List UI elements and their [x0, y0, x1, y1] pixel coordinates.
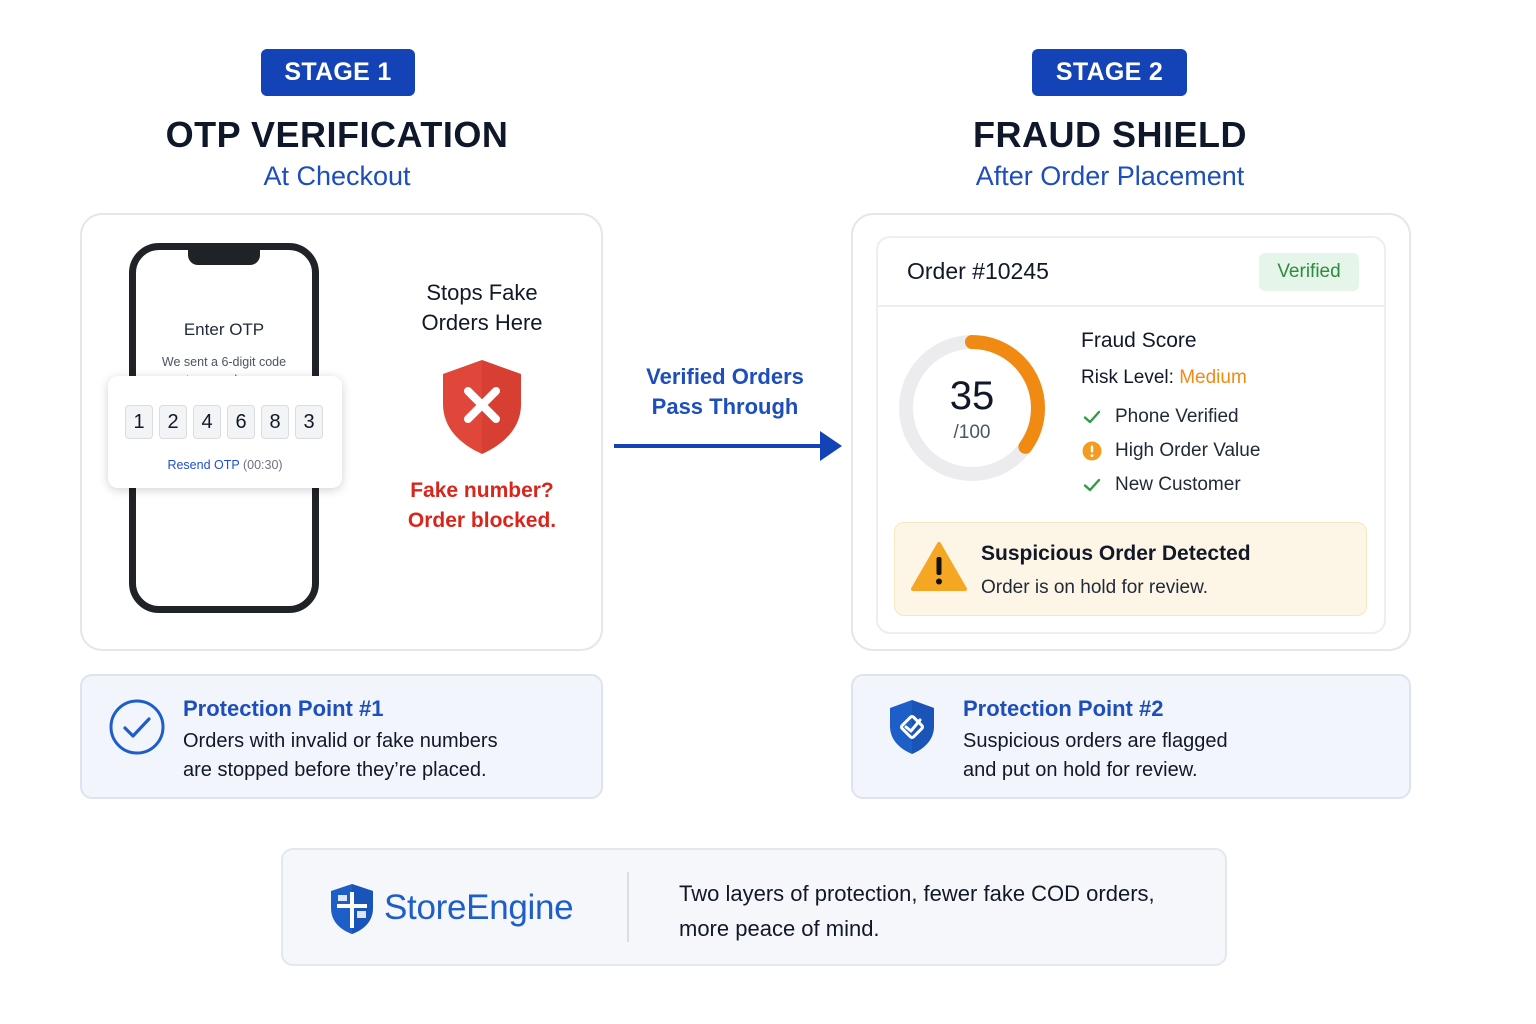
otp-entry-card: 1 2 4 6 8 3 Resend OTP (00:30): [108, 376, 342, 488]
otp-desc-line-1: We sent a 6-digit code: [161, 355, 287, 369]
risk-level-value: Medium: [1179, 367, 1247, 388]
otp-title: Enter OTP: [183, 320, 265, 339]
resend-otp-link[interactable]: Resend OTP (00:30): [108, 458, 342, 472]
stage-1-badge: STAGE 1: [261, 49, 415, 96]
protection-point-2-text: Suspicious orders are flagged and put on…: [963, 727, 1228, 785]
footer-banner: StoreEngine Two layers of protection, fe…: [281, 848, 1227, 966]
fraud-score-label: Fraud Score: [1081, 329, 1197, 352]
shield-check-icon: [890, 700, 934, 754]
check-icon: [1081, 474, 1103, 496]
risk-level-label: Risk Level:: [1081, 367, 1174, 388]
otp-digit-input[interactable]: 3: [295, 405, 323, 439]
pp2-line-1: Suspicious orders are flagged: [963, 730, 1228, 752]
fraud-score-arc: [899, 335, 1045, 481]
arrow-label: Verified Orders Pass Through: [615, 362, 835, 422]
check-row-phone-verified: Phone Verified: [1081, 406, 1239, 428]
protection-point-1-title: Protection Point #1: [183, 696, 384, 721]
check-icon: [1081, 406, 1103, 428]
brand-name: StoreEngine: [384, 888, 574, 927]
stops-line-1: Stops Fake: [426, 280, 538, 305]
protection-point-2: Protection Point #2 Suspicious orders ar…: [851, 674, 1411, 799]
arrow-label-line-1: Verified Orders: [646, 364, 804, 389]
resend-timer: (00:30): [242, 458, 283, 472]
otp-digit-row: 1 2 4 6 8 3: [125, 405, 323, 439]
check-label: High Order Value: [1115, 440, 1261, 461]
check-row-new-customer: New Customer: [1081, 474, 1241, 496]
otp-digit-input[interactable]: 2: [159, 405, 187, 439]
warning-circle-icon: [1081, 440, 1103, 462]
footer-tagline: Two layers of protection, fewer fake COD…: [679, 876, 1155, 946]
stage-2-title: FRAUD SHIELD: [973, 114, 1247, 155]
suspicious-order-alert: Suspicious Order Detected Order is on ho…: [894, 522, 1367, 616]
footer-divider: [627, 872, 629, 942]
verified-badge: Verified: [1259, 253, 1359, 291]
arrow-label-line-2: Pass Through: [651, 394, 799, 419]
alert-message: Order is on hold for review.: [981, 577, 1209, 598]
stage-1-subtitle: At Checkout: [263, 161, 411, 191]
otp-digit-input[interactable]: 4: [193, 405, 221, 439]
fraud-score-value: 35: [949, 374, 995, 418]
right-arrow-icon: [614, 431, 842, 461]
risk-level: Risk Level: Medium: [1081, 367, 1247, 389]
pp2-line-2: and put on hold for review.: [963, 759, 1198, 781]
storeengine-logo-icon: [331, 884, 373, 934]
order-title: Order #10245: [907, 258, 1049, 284]
stops-fake-orders-text: Stops Fake Orders Here: [392, 278, 572, 338]
protection-point-1-text: Orders with invalid or fake numbers are …: [183, 727, 498, 785]
check-label: New Customer: [1115, 474, 1241, 495]
phone-notch: [188, 249, 260, 265]
footer-line-1: Two layers of protection, fewer fake COD…: [679, 881, 1155, 906]
order-header: Order #10245 Verified: [878, 238, 1384, 307]
blocked-line-2: Order blocked.: [407, 509, 557, 532]
protection-point-2-title: Protection Point #2: [963, 696, 1164, 721]
fraud-score-max: /100: [953, 422, 991, 443]
protection-point-1: Protection Point #1 Orders with invalid …: [80, 674, 603, 799]
check-row-high-order-value: High Order Value: [1081, 440, 1260, 462]
otp-digit-input[interactable]: 8: [261, 405, 289, 439]
otp-digit-input[interactable]: 1: [125, 405, 153, 439]
stage-2-subtitle: After Order Placement: [975, 161, 1245, 191]
pp1-line-1: Orders with invalid or fake numbers: [183, 730, 498, 752]
blocked-line-1: Fake number?: [410, 479, 554, 502]
shield-x-icon: [437, 358, 527, 461]
otp-digit-input[interactable]: 6: [227, 405, 255, 439]
stage-2-badge: STAGE 2: [1032, 49, 1187, 96]
resend-otp-label: Resend OTP: [167, 458, 240, 472]
warning-triangle-icon: [911, 541, 967, 598]
fraud-score-gauge: [899, 335, 1045, 481]
pp1-line-2: are stopped before they’re placed.: [183, 759, 487, 781]
check-label: Phone Verified: [1115, 406, 1239, 427]
check-circle-icon: [109, 699, 165, 755]
alert-title: Suspicious Order Detected: [981, 542, 1251, 565]
stops-line-2: Orders Here: [421, 310, 543, 335]
stage-1-title: OTP VERIFICATION: [165, 114, 509, 155]
footer-line-2: more peace of mind.: [679, 916, 880, 941]
order-blocked-text: Fake number? Order blocked.: [392, 476, 572, 536]
